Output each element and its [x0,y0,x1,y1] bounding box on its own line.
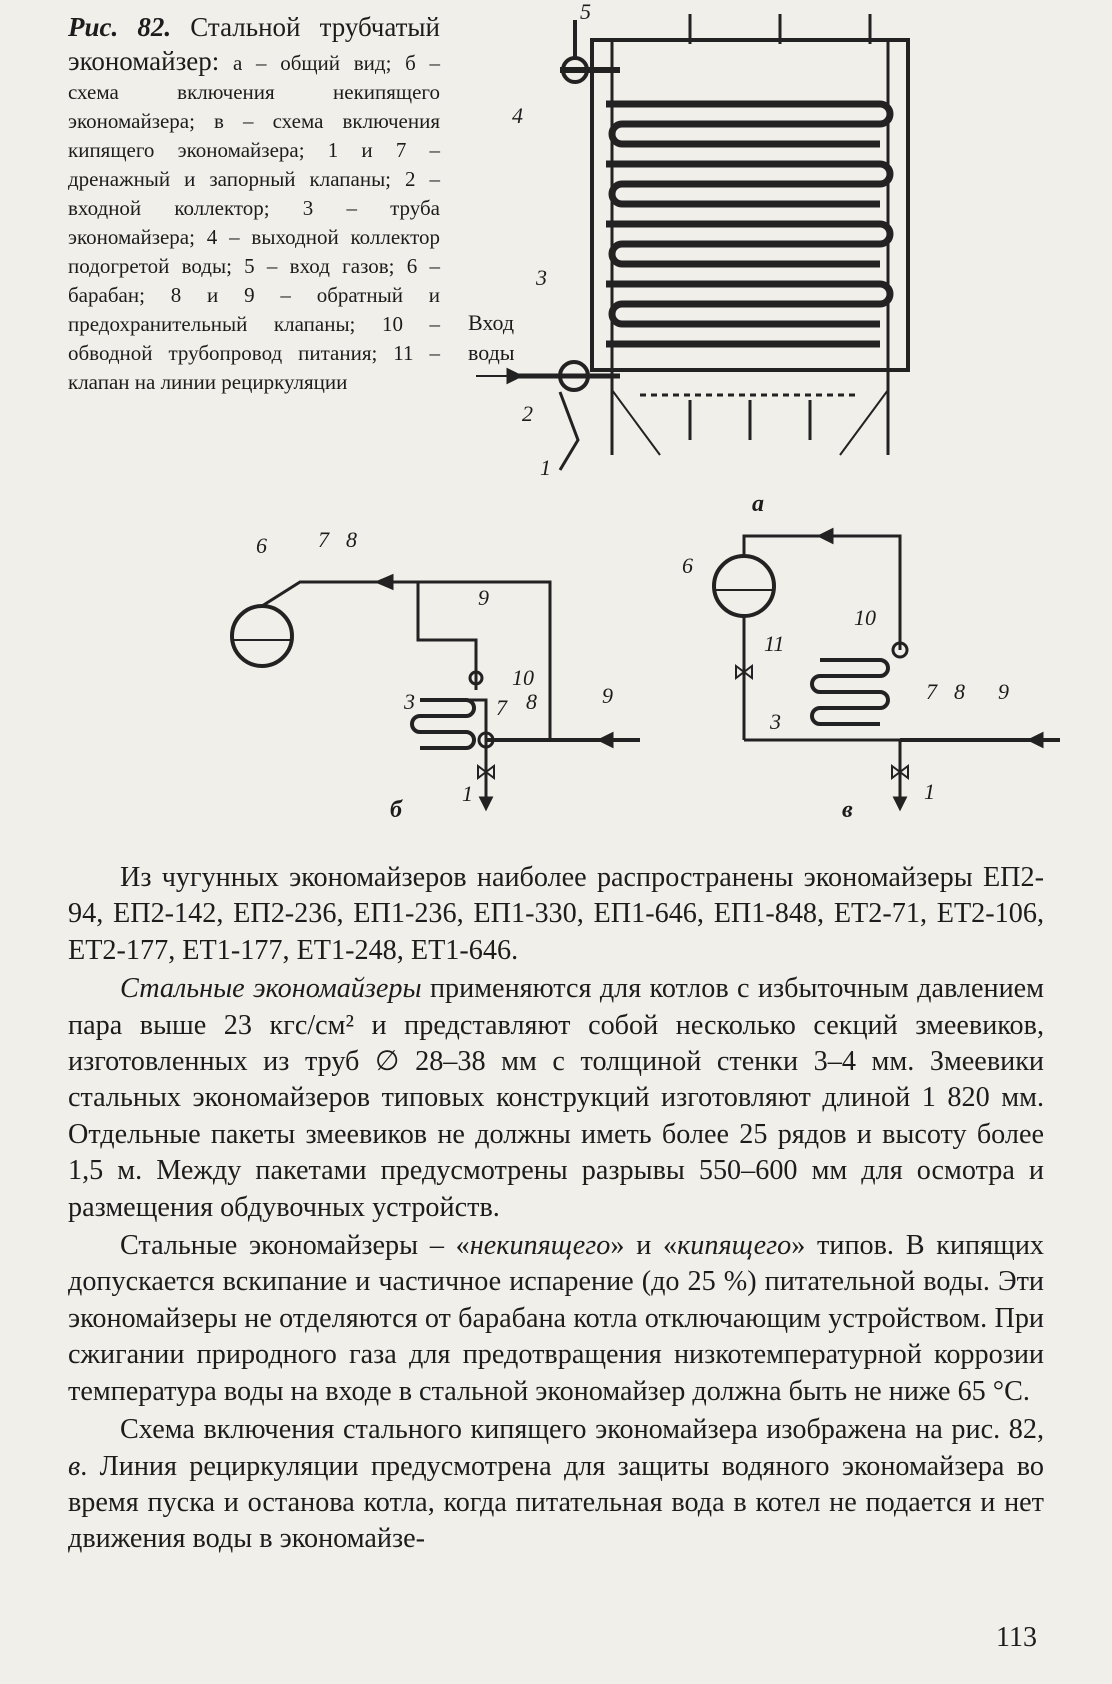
caption-body: а – общий вид; б – схема включения некип… [68,51,440,394]
scheme-v [712,527,1060,812]
label-b-7b: 7 [496,695,507,720]
label-b-8: 8 [346,527,357,552]
drum-b [230,604,294,668]
page-number: 113 [996,1622,1037,1653]
label-v-9: 9 [998,679,1009,704]
label-v-10: 10 [854,605,876,630]
caption-prefix: Рис. 82. [68,12,172,42]
economizer-housing [590,38,910,372]
label-v-8: 8 [954,679,965,704]
label-a-3: 3 [536,265,547,290]
paragraph-3: Стальные экономайзеры – «некипящего» и «… [68,1230,1044,1407]
label-a-2: 2 [522,401,533,426]
label-b-9b: 9 [602,683,613,708]
label-v-1: 1 [924,779,935,804]
label-b-1: 1 [462,781,473,806]
scheme-b [230,573,640,812]
label-a-4: 4 [512,103,523,128]
label-v-7: 7 [926,679,937,704]
figure-caption: Рис. 82. Стальной трубчатый экономайзер:… [68,10,440,397]
label-b-6: 6 [256,533,267,558]
economizer-coils [606,100,894,348]
paragraph-2: Стальные экономайзеры применяются для ко… [68,973,1044,1223]
label-a-sub: а [752,491,764,517]
caption-title: Стальной трубчатый экономайзер: [68,12,440,76]
label-a-5: 5 [580,0,591,24]
label-v-3: 3 [770,709,781,734]
label-b-10: 10 [512,665,534,690]
water-entry-label: Вход воды [468,310,515,365]
label-b-8b: 8 [526,689,537,714]
label-v-sub: в [842,797,853,823]
paragraph-4: Схема включения стального кипящего эконо… [68,1414,1044,1555]
label-b-7: 7 [318,527,329,552]
paragraph-1: Из чугунных экономайзеров наиболее распр… [68,862,1044,966]
body-text: Из чугунных экономайзеров наиболее распр… [68,860,1044,1558]
drum-v [712,554,776,618]
label-b-9: 9 [478,585,489,610]
label-b-3: 3 [404,689,415,714]
figure-82: 5 4 3 2 1 а Вход воды 6 7 8 9 3 10 7 8 9… [230,0,1060,823]
label-a-1: 1 [540,455,551,480]
label-b-sub: б [390,797,402,823]
label-v-11: 11 [764,631,785,656]
figure-drawing [230,14,1060,812]
label-v-6: 6 [682,553,693,578]
